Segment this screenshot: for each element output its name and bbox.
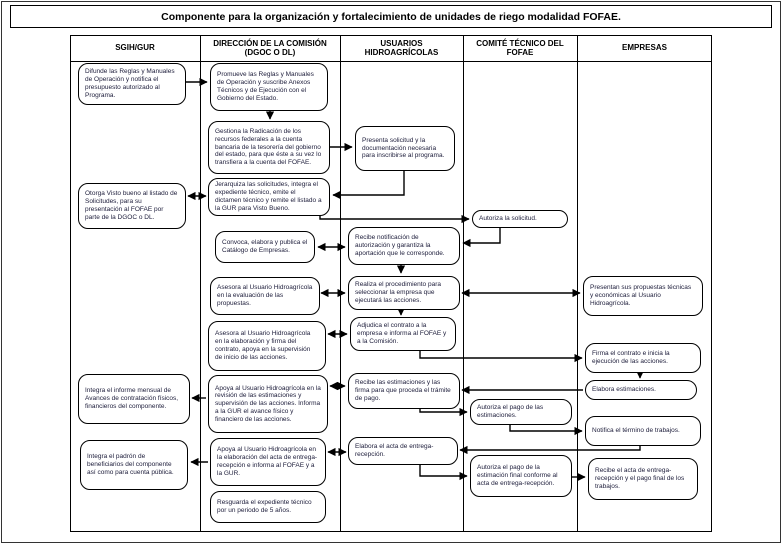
column-header-direccion: DIRECCIÓN DE LA COMISIÓN (DGOC O DL) bbox=[213, 38, 327, 57]
node-notifica-termino: Notifica el término de trabajos. bbox=[585, 416, 701, 446]
swimlane-table-border bbox=[70, 35, 712, 532]
column-divider-3 bbox=[463, 35, 464, 532]
node-presentan-propuestas: Presentan sus propuestas técnicas y econ… bbox=[583, 276, 703, 316]
node-jerarquiza: Jerarquiza las solicitudes, integra el e… bbox=[208, 178, 330, 216]
column-divider-1 bbox=[200, 35, 201, 532]
node-elabora-acta: Elabora el acta de entrega-recepción. bbox=[348, 437, 458, 465]
node-convoca-catalogo: Convoca, elabora y publica el Catálogo d… bbox=[215, 231, 315, 263]
node-recibe-notificacion: Recibe notificación de autorización y ga… bbox=[348, 227, 460, 265]
column-divider-4 bbox=[577, 35, 578, 532]
node-difunde-reglas: Difunde las Reglas y Manuales de Operaci… bbox=[78, 63, 186, 105]
node-otorga-visto-bueno: Otorga Visto bueno al listado de Solicit… bbox=[78, 183, 186, 229]
node-gestiona-radicacion: Gestiona la Radicación de los recursos f… bbox=[208, 121, 330, 174]
header-divider bbox=[70, 61, 712, 62]
node-autoriza-pago-final: Autoriza el pago de la estimación final … bbox=[470, 455, 572, 497]
column-header-comite: COMITÉ TÉCNICO DEL FOFAE bbox=[476, 38, 564, 57]
node-autoriza-solicitud: Autoriza la solicitud. bbox=[472, 210, 568, 228]
node-asesora-evaluacion: Asesora al Usuario Hidroagrícola en la e… bbox=[210, 277, 320, 315]
node-recibe-acta-pago: Recibe el acta de entrega-recepción y el… bbox=[588, 458, 698, 500]
node-apoya-acta: Apoya al Usuario Hidroagrícola en la ela… bbox=[210, 438, 326, 486]
column-header-sgih-gur: SGIH/GUR bbox=[115, 43, 155, 53]
column-header-empresas: EMPRESAS bbox=[622, 43, 667, 53]
column-divider-2 bbox=[340, 35, 341, 532]
diagram-title: Componente para la organización y fortal… bbox=[10, 5, 772, 28]
column-header-usuarios: USUARIOS HIDROAGRÍCOLAS bbox=[364, 38, 439, 57]
node-apoya-revision: Apoya al Usuario Hidroagrícola en la rev… bbox=[208, 375, 328, 433]
node-realiza-procedimiento: Realiza el procedimiento para selecciona… bbox=[348, 276, 460, 310]
node-elabora-estimaciones: Elabora estimaciones. bbox=[585, 380, 697, 400]
node-asesora-contrato: Asesora al Usuario Hidroagrícola en la e… bbox=[208, 321, 326, 371]
node-presenta-solicitud: Presenta solicitud y la documentación ne… bbox=[355, 126, 455, 171]
node-integra-padron: Integra el padrón de beneficiarios del c… bbox=[80, 440, 188, 490]
node-recibe-estimaciones: Recibe las estimaciones y las firma para… bbox=[348, 373, 460, 409]
node-resguarda-expediente: Resguarda el expediente técnico por un p… bbox=[210, 491, 326, 523]
node-firma-contrato: Firma el contrato e inicia la ejecución … bbox=[585, 343, 701, 373]
node-adjudica-contrato: Adjudica el contrato a la empresa e info… bbox=[350, 317, 456, 351]
node-autoriza-pago-estimaciones: Autoriza el pago de las estimaciones. bbox=[470, 399, 572, 425]
node-promueve-reglas: Promueve las Reglas y Manuales de Operac… bbox=[210, 63, 328, 111]
node-integra-informe: Integra el informe mensual de Avances de… bbox=[78, 374, 190, 424]
